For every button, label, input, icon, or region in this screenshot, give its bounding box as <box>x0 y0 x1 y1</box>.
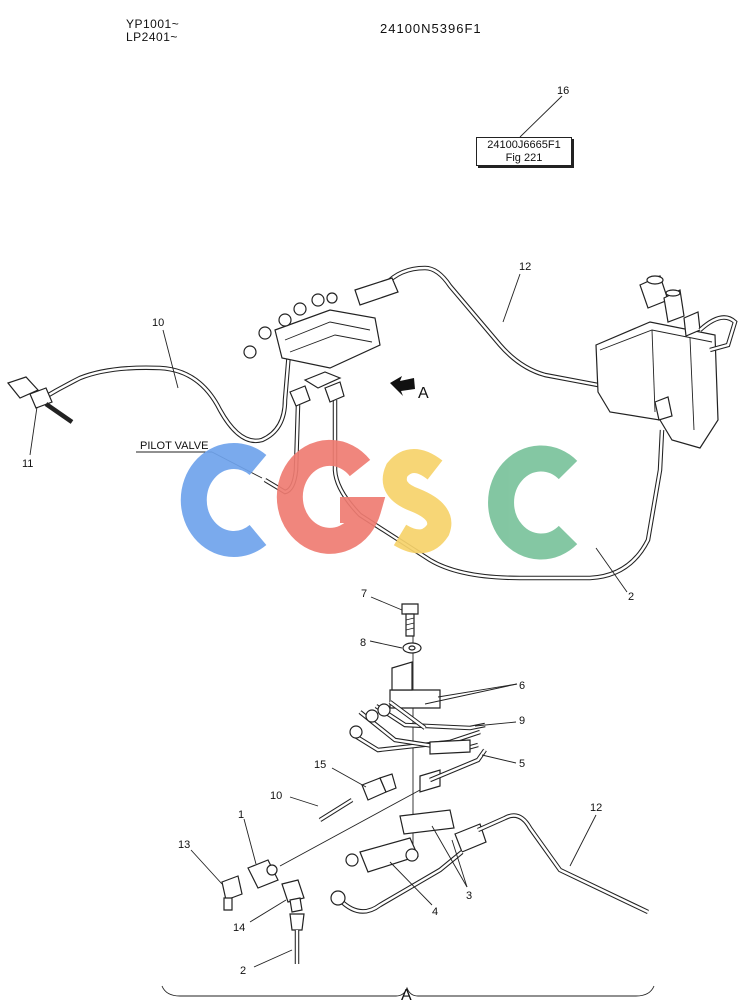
watermark-letter-s <box>382 449 452 554</box>
clamp-6 <box>389 661 441 709</box>
callout-2-lower: 2 <box>240 965 246 977</box>
tee-fitting-1 <box>247 789 421 889</box>
callout-4: 3 <box>466 890 472 902</box>
view-arrow-label: A <box>418 385 429 402</box>
callout-13: 13 <box>178 839 190 851</box>
callout-3: 5 <box>519 758 525 770</box>
callout-12-upper: 12 <box>519 261 531 273</box>
elbow-13 <box>221 875 243 911</box>
watermark-letter-c1 <box>180 443 267 557</box>
pilot-valve-manifold <box>243 277 399 407</box>
elbow-14 <box>281 879 305 913</box>
pipe-2-lower <box>289 913 305 964</box>
lower-callouts: 7 8 6 9 5 15 10 1 13 14 2 12 <box>178 588 602 977</box>
callout-9: 9 <box>519 715 525 727</box>
callout-14: 14 <box>233 922 245 934</box>
callout-7: 7 <box>361 588 367 600</box>
pipe-10 <box>38 339 293 444</box>
watermark <box>180 439 578 560</box>
callout-1: 1 <box>238 809 244 821</box>
callout-11: 11 <box>22 458 33 470</box>
pipe-12 <box>383 265 599 388</box>
callout-10-upper: 10 <box>152 317 164 329</box>
serial-range-2: LP2401~ <box>126 30 178 44</box>
callout-15: 15 <box>314 759 326 771</box>
washer-8 <box>402 642 422 654</box>
callout-5: 4 <box>432 906 438 918</box>
pipe-12-lower <box>330 813 649 915</box>
reference-box: 24100J6665F1 Fig 221 <box>476 137 572 166</box>
lower-clamp <box>345 809 487 873</box>
reference-part-number: 24100J6665F1 <box>487 139 561 151</box>
callout-16: 16 <box>557 85 569 97</box>
upper-callouts: 16 12 10 11 2 <box>22 85 634 603</box>
control-valve <box>595 275 738 449</box>
pilot-valve-text: PILOT VALVE <box>140 440 208 452</box>
reference-figure: Fig 221 <box>505 152 543 164</box>
document-number: 24100N5396F1 <box>380 21 482 36</box>
fitting-15 <box>361 773 397 801</box>
tube-10 <box>318 798 354 822</box>
watermark-letter-g <box>276 439 386 554</box>
detail-bracket-a: A <box>161 985 655 1000</box>
serial-range-1: YP1001~ <box>126 17 180 31</box>
bolt-7 <box>401 603 419 637</box>
pipe-bundle <box>349 700 487 793</box>
watermark-letter-c2 <box>488 445 578 560</box>
view-arrow-a: A <box>390 376 429 402</box>
sensor-11 <box>6 376 74 424</box>
detail-view-label: A <box>401 987 412 1000</box>
callout-10-lower: 10 <box>270 790 282 802</box>
callout-8: 8 <box>360 637 366 649</box>
callout-12-lower: 12 <box>590 802 602 814</box>
callout-2-upper: 2 <box>628 591 634 603</box>
callout-6: 6 <box>519 680 525 692</box>
